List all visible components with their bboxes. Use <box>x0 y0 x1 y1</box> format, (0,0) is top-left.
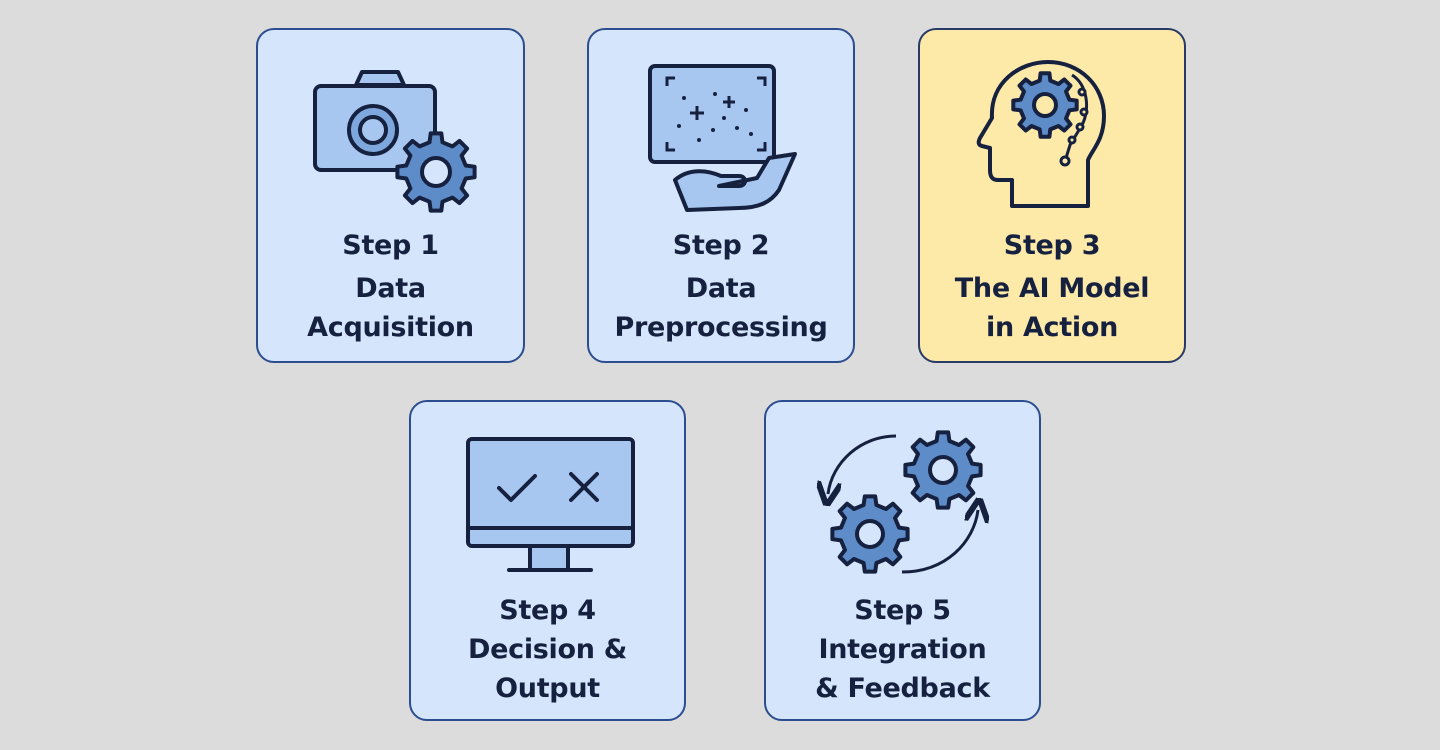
camera-gear-icon <box>313 70 477 213</box>
monitor-check-cross-icon <box>466 437 635 572</box>
cycle-gears-icon <box>766 430 1043 574</box>
image-hand-icon <box>648 64 797 212</box>
head-gear-icon <box>976 60 1106 208</box>
